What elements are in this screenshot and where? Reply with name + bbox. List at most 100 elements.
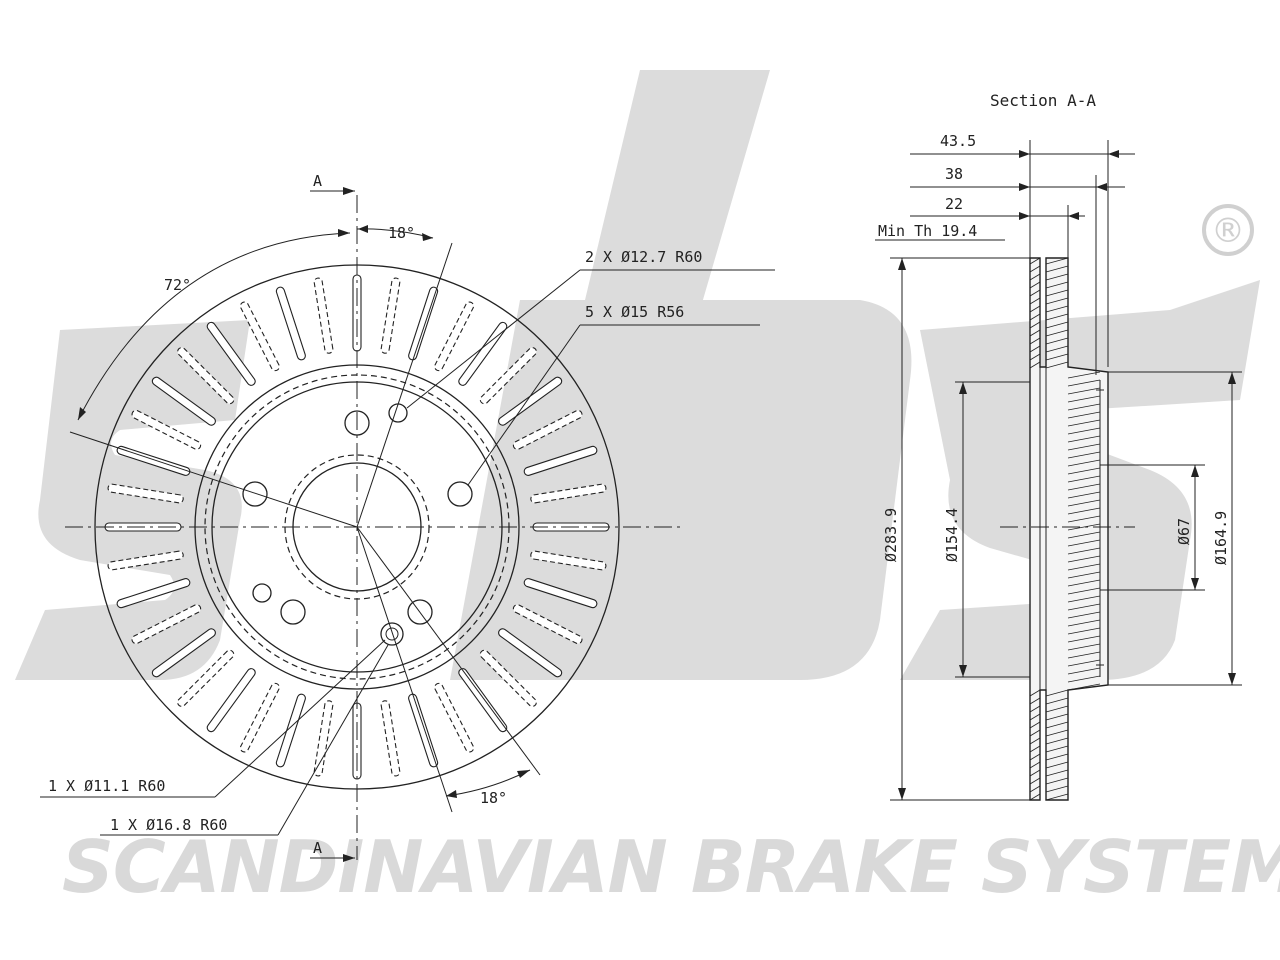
vent-slot	[512, 409, 583, 450]
section-hatch-line	[1045, 705, 1069, 713]
svg-text:A: A	[313, 839, 322, 857]
vent-slot	[239, 682, 280, 753]
section-hatch-line	[1029, 297, 1041, 305]
cooling-vent-slots	[104, 274, 610, 780]
callout-1x11-1: 1 X Ø11.1 R60	[40, 639, 386, 798]
section-hatch-line	[1045, 761, 1069, 769]
vent-slot	[498, 376, 563, 426]
section-hatch-line	[1029, 281, 1041, 289]
section-hatch-line	[1045, 329, 1069, 337]
svg-text:2 X Ø12.7 R60: 2 X Ø12.7 R60	[585, 248, 702, 266]
section-hatch-line	[1045, 273, 1069, 281]
section-hatch-line	[1045, 257, 1069, 265]
company-name-watermark: SCANDINAVIAN BRAKE SYSTEMS	[62, 825, 1280, 909]
section-hatch-line	[1067, 395, 1101, 403]
section-hatch-line	[1067, 659, 1101, 667]
section-hatch-line	[1067, 555, 1101, 563]
section-hatch-line	[1045, 345, 1069, 353]
section-hatch-line	[1045, 729, 1069, 737]
section-hatch-line	[1045, 289, 1069, 297]
section-hatch-line	[1067, 419, 1101, 427]
section-hatch-line	[1045, 281, 1069, 289]
section-hatch-line	[1045, 321, 1069, 329]
section-hatch-line	[1067, 619, 1101, 627]
section-hatch-line	[1067, 467, 1101, 475]
section-hatch-line	[1045, 777, 1069, 785]
vent-slot	[151, 376, 216, 426]
vent-slot	[313, 700, 334, 777]
section-hatch-line	[1045, 769, 1069, 777]
section-hatch-line	[1067, 451, 1101, 459]
section-profile	[1029, 257, 1110, 801]
vent-slot	[523, 445, 598, 476]
section-hatch-line	[1045, 753, 1069, 761]
dim-min-thickness: Min Th 19.4	[875, 222, 1005, 241]
section-hatch-line	[1029, 721, 1041, 729]
vent-slot	[107, 550, 184, 571]
bolt-hole	[242, 481, 268, 507]
section-hatch-line	[1067, 523, 1101, 531]
section-hatch-line	[1067, 491, 1101, 499]
callout-1x16-8: 1 X Ø16.8 R60	[100, 644, 389, 836]
section-hatch-line	[1045, 697, 1069, 705]
section-hatch-line	[1029, 785, 1041, 793]
vent-slot	[530, 483, 607, 504]
section-hatch-line	[1029, 353, 1041, 361]
vent-slot	[458, 321, 508, 386]
vent-slot	[131, 409, 202, 450]
section-hatch-line	[1045, 721, 1069, 729]
section-hatch-line	[1045, 313, 1069, 321]
vent-slot	[498, 628, 563, 678]
svg-text:Ø164.9: Ø164.9	[1212, 511, 1230, 565]
vent-slot	[434, 301, 475, 372]
section-hatch-line	[1067, 411, 1101, 419]
vent-slot	[177, 649, 235, 707]
section-hatch-line	[1045, 737, 1069, 745]
svg-text:18°: 18°	[480, 789, 507, 807]
svg-text:A: A	[313, 172, 322, 190]
section-hatch-line	[1045, 305, 1069, 313]
section-hatch-line	[1067, 595, 1101, 603]
angle-dimension-bottom: 18°	[356, 526, 541, 813]
vent-slot	[116, 578, 191, 609]
vent-slot	[151, 628, 216, 678]
section-hatch-line	[1067, 515, 1101, 523]
section-hatch-line	[1045, 265, 1069, 273]
callout-2x12-7: 2 X Ø12.7 R60	[406, 248, 775, 409]
section-hatch-line	[1029, 289, 1041, 297]
svg-text:18°: 18°	[388, 224, 415, 242]
section-title: Section A-A	[990, 91, 1096, 110]
section-hatch-line	[1029, 729, 1041, 737]
vent-slot	[275, 693, 306, 768]
section-hatch-line	[1067, 627, 1101, 635]
registered-mark: ®	[1202, 204, 1254, 256]
section-hatch-line	[1029, 345, 1041, 353]
section-hatch-line	[1045, 297, 1069, 305]
section-hatch-line	[1067, 475, 1101, 483]
svg-text:Min Th 19.4: Min Th 19.4	[878, 222, 977, 240]
section-hatch-line	[1029, 265, 1041, 273]
section-hatch-line	[1029, 697, 1041, 705]
section-hatch-line	[1067, 683, 1101, 691]
section-hatch-line	[1029, 753, 1041, 761]
svg-text:Ø283.9: Ø283.9	[882, 508, 900, 562]
svg-text:38: 38	[945, 165, 963, 183]
svg-text:Ø154.4: Ø154.4	[943, 508, 961, 562]
section-hatch-line	[1067, 651, 1101, 659]
svg-text:5 X Ø15 R56: 5 X Ø15 R56	[585, 303, 684, 321]
section-hatch-line	[1067, 635, 1101, 643]
section-hatch-line	[1067, 611, 1101, 619]
section-hatch-line	[1029, 761, 1041, 769]
section-hatch-line	[1029, 329, 1041, 337]
vent-slot	[434, 682, 475, 753]
section-hatch-line	[1029, 313, 1041, 321]
positioning-hole	[380, 622, 404, 646]
dim-43-5: 43.5	[910, 132, 1135, 367]
section-hatch-line	[1045, 793, 1069, 801]
section-hatch-line	[1067, 539, 1101, 547]
vent-slot	[352, 702, 362, 780]
section-hatch-line	[1067, 379, 1101, 387]
vent-slot	[512, 604, 583, 645]
vent-slot	[239, 301, 280, 372]
section-hatch-line	[1045, 713, 1069, 721]
